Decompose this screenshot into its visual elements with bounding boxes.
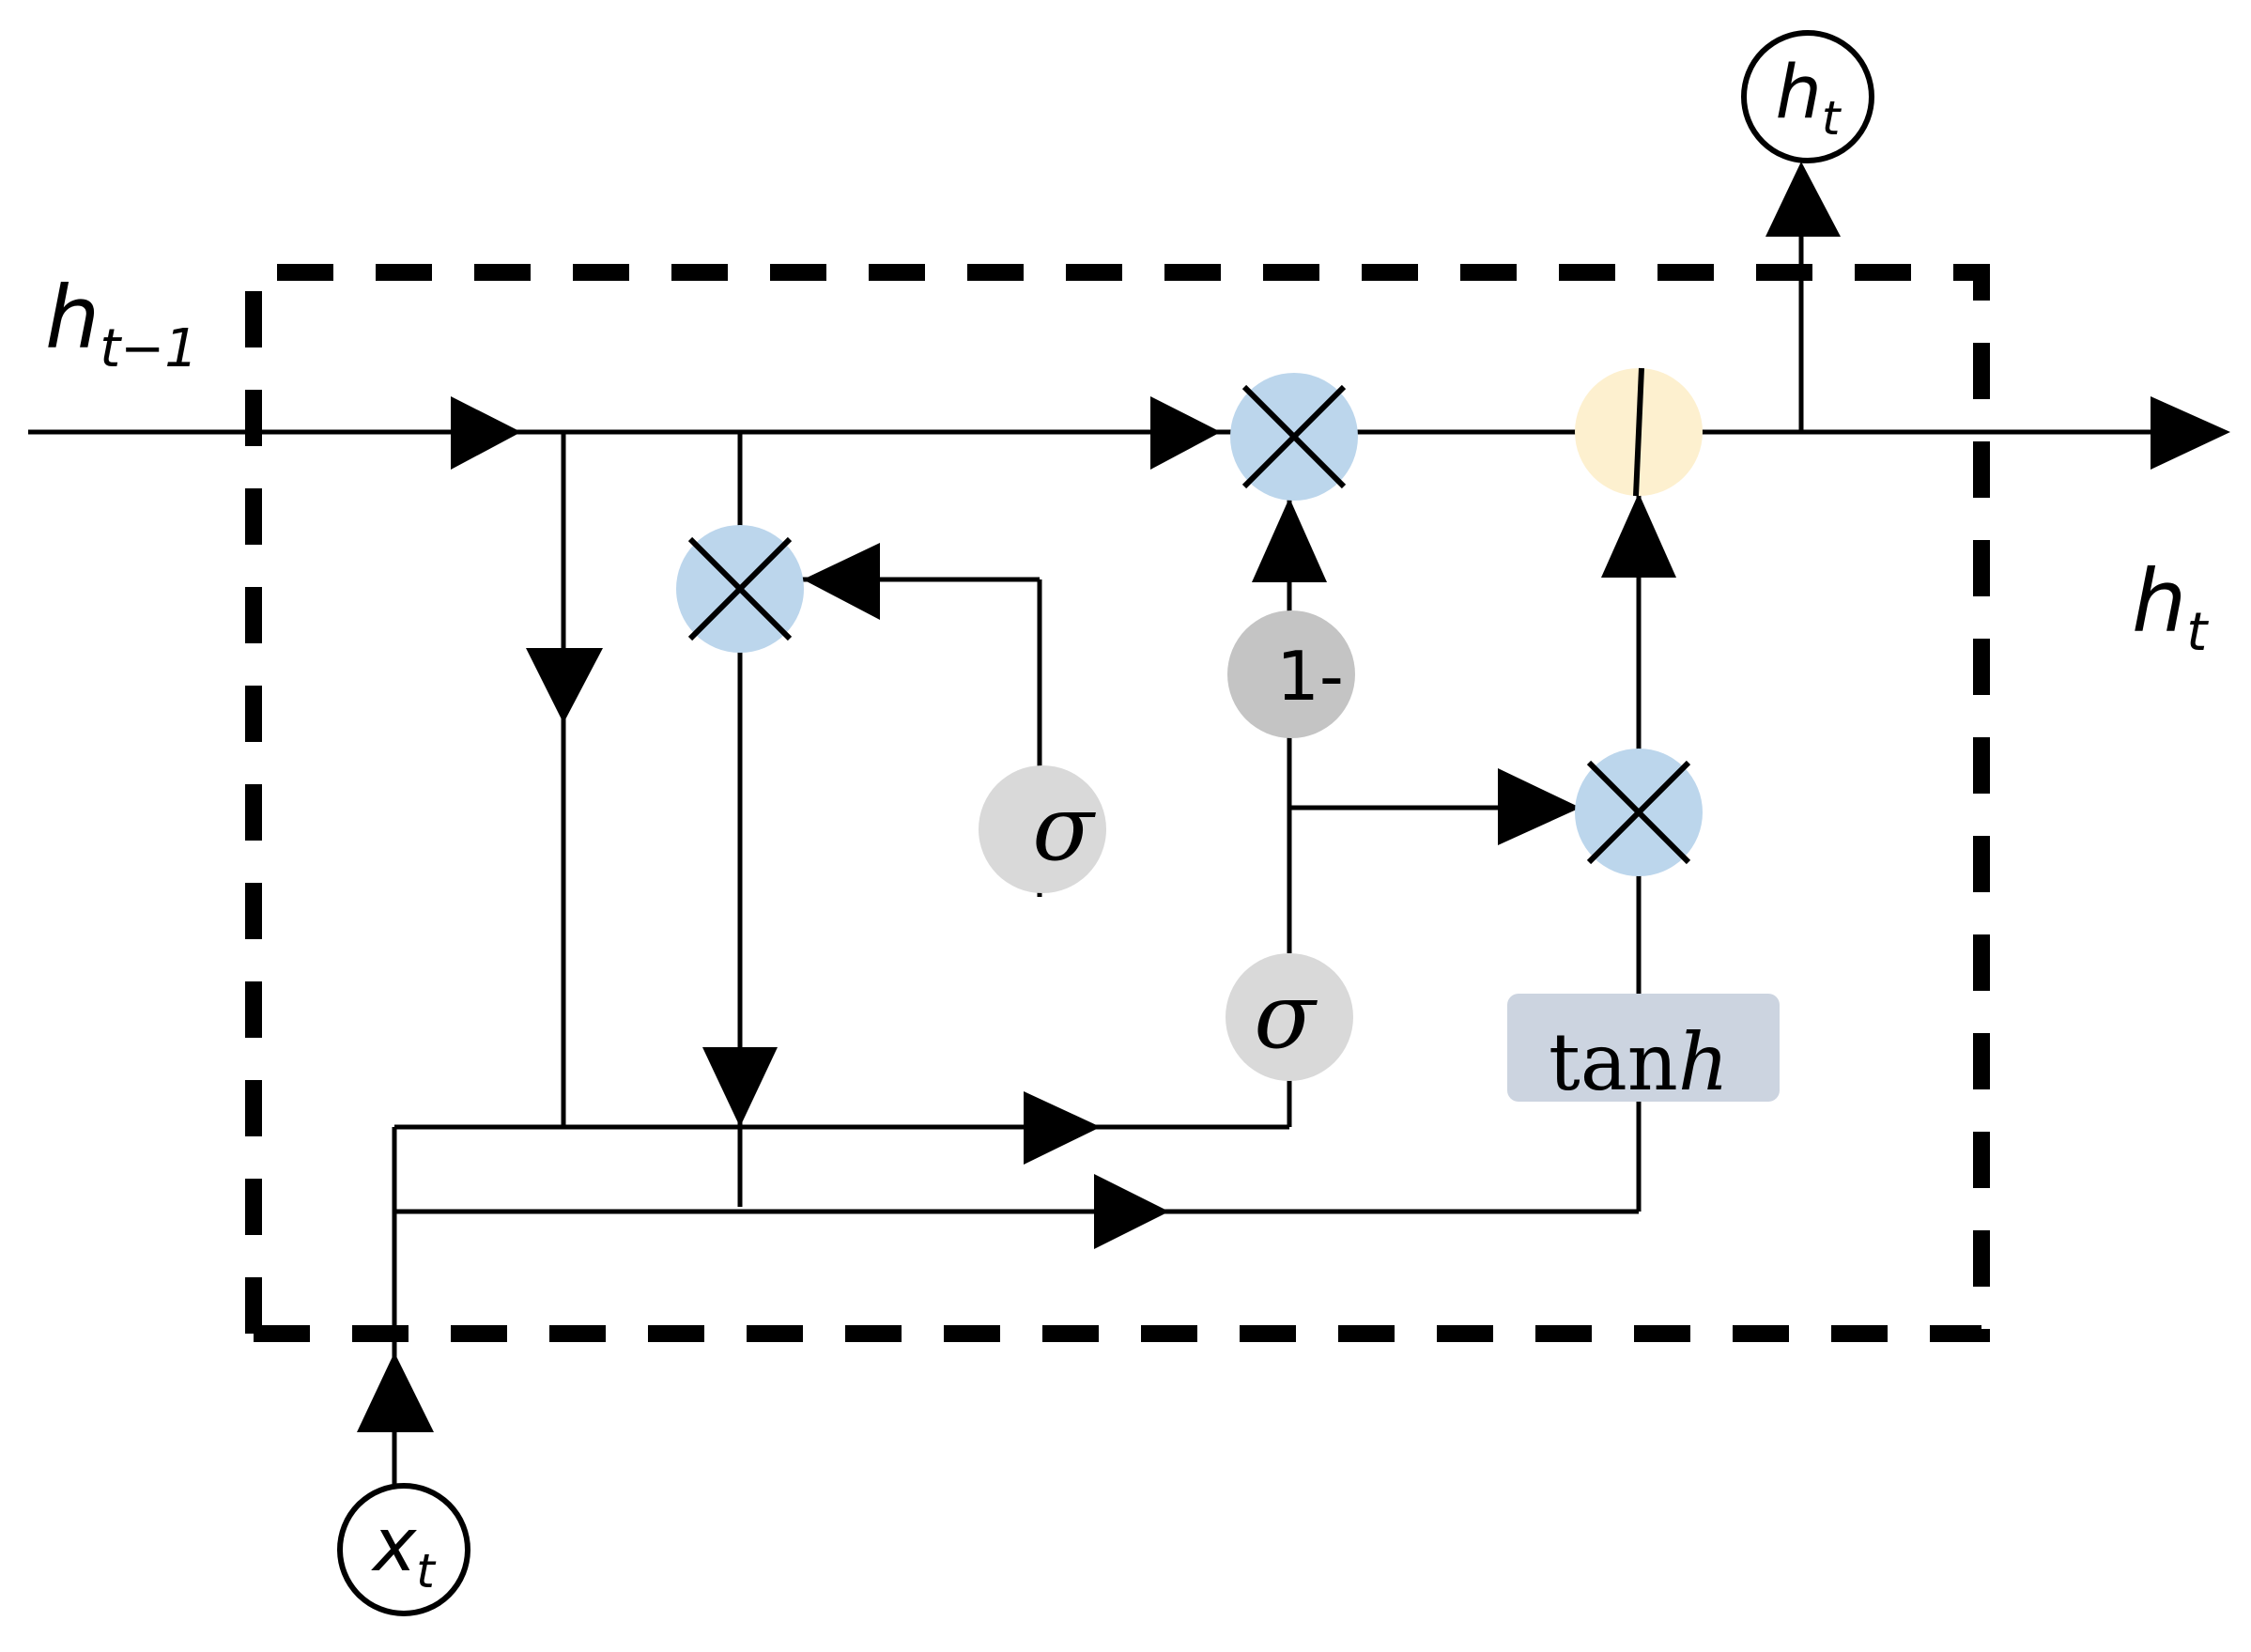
h-prev-label: ht−1: [45, 268, 198, 379]
t-subscript: t: [2186, 602, 2209, 663]
cell-boundary: [245, 264, 1990, 1342]
connection-lines: [28, 225, 2197, 1484]
input-node-bottom: xt: [337, 1483, 470, 1616]
arrowheads: [357, 162, 2230, 1432]
input-node-label: xt: [370, 1504, 437, 1598]
t-minus-one-subscript: t−1: [100, 318, 198, 379]
h-symbol: h: [1775, 51, 1821, 135]
arrow-left: [803, 543, 880, 620]
sigma-node-reset: σ: [979, 765, 1106, 893]
sigma-node-circle: [1226, 953, 1353, 1081]
arrow-right: [1094, 1174, 1169, 1249]
arrow-up: [1601, 493, 1676, 578]
one-minus-circle: [1227, 610, 1355, 738]
sigma-label: σ: [1254, 964, 1318, 1069]
multiply-node-candidate: [1575, 749, 1703, 876]
output-node-top: ht: [1741, 30, 1874, 163]
h-symbol: h: [45, 268, 100, 368]
arrow-right: [2151, 396, 2230, 470]
t-subscript: t: [1822, 91, 1842, 146]
times-icon: [1586, 760, 1691, 865]
output-node-circle: [1741, 30, 1874, 163]
arrow-down: [702, 1047, 778, 1127]
multiply-node-reset: [676, 525, 804, 653]
sigma-node-circle: [979, 765, 1106, 893]
tanh-block: tanh: [1507, 994, 1780, 1108]
arrow-right: [1498, 768, 1580, 845]
plus-icon: [1633, 367, 1644, 497]
t-subscript: t: [416, 1544, 437, 1598]
arrow-right: [1150, 396, 1221, 470]
multiply-node-top: [1230, 373, 1358, 501]
one-minus-node: 1-: [1227, 610, 1355, 738]
h-symbol: h: [2132, 551, 2186, 652]
times-icon: [687, 536, 793, 641]
output-node-label: ht: [1775, 51, 1842, 146]
sigma-node-update: σ: [1226, 953, 1353, 1081]
add-node: [1575, 367, 1703, 497]
arrow-right: [451, 396, 521, 470]
tanh-box: [1507, 994, 1780, 1102]
arrow-up: [357, 1352, 434, 1432]
arrow-right: [1024, 1091, 1101, 1165]
times-icon: [1241, 384, 1347, 489]
arrow-up: [1765, 162, 1841, 237]
arrow-down: [526, 648, 603, 723]
h-out-right-label: ht: [2132, 551, 2209, 663]
sigma-label: σ: [1032, 776, 1096, 881]
one-minus-label: 1-: [1276, 637, 1344, 716]
tanh-prefix: tan: [1549, 1016, 1678, 1108]
tanh-suffix: h: [1678, 1016, 1729, 1108]
tanh-label: tanh: [1549, 1016, 1729, 1108]
x-symbol: x: [370, 1504, 417, 1588]
arrow-up: [1252, 498, 1327, 582]
input-node-circle: [337, 1483, 470, 1616]
